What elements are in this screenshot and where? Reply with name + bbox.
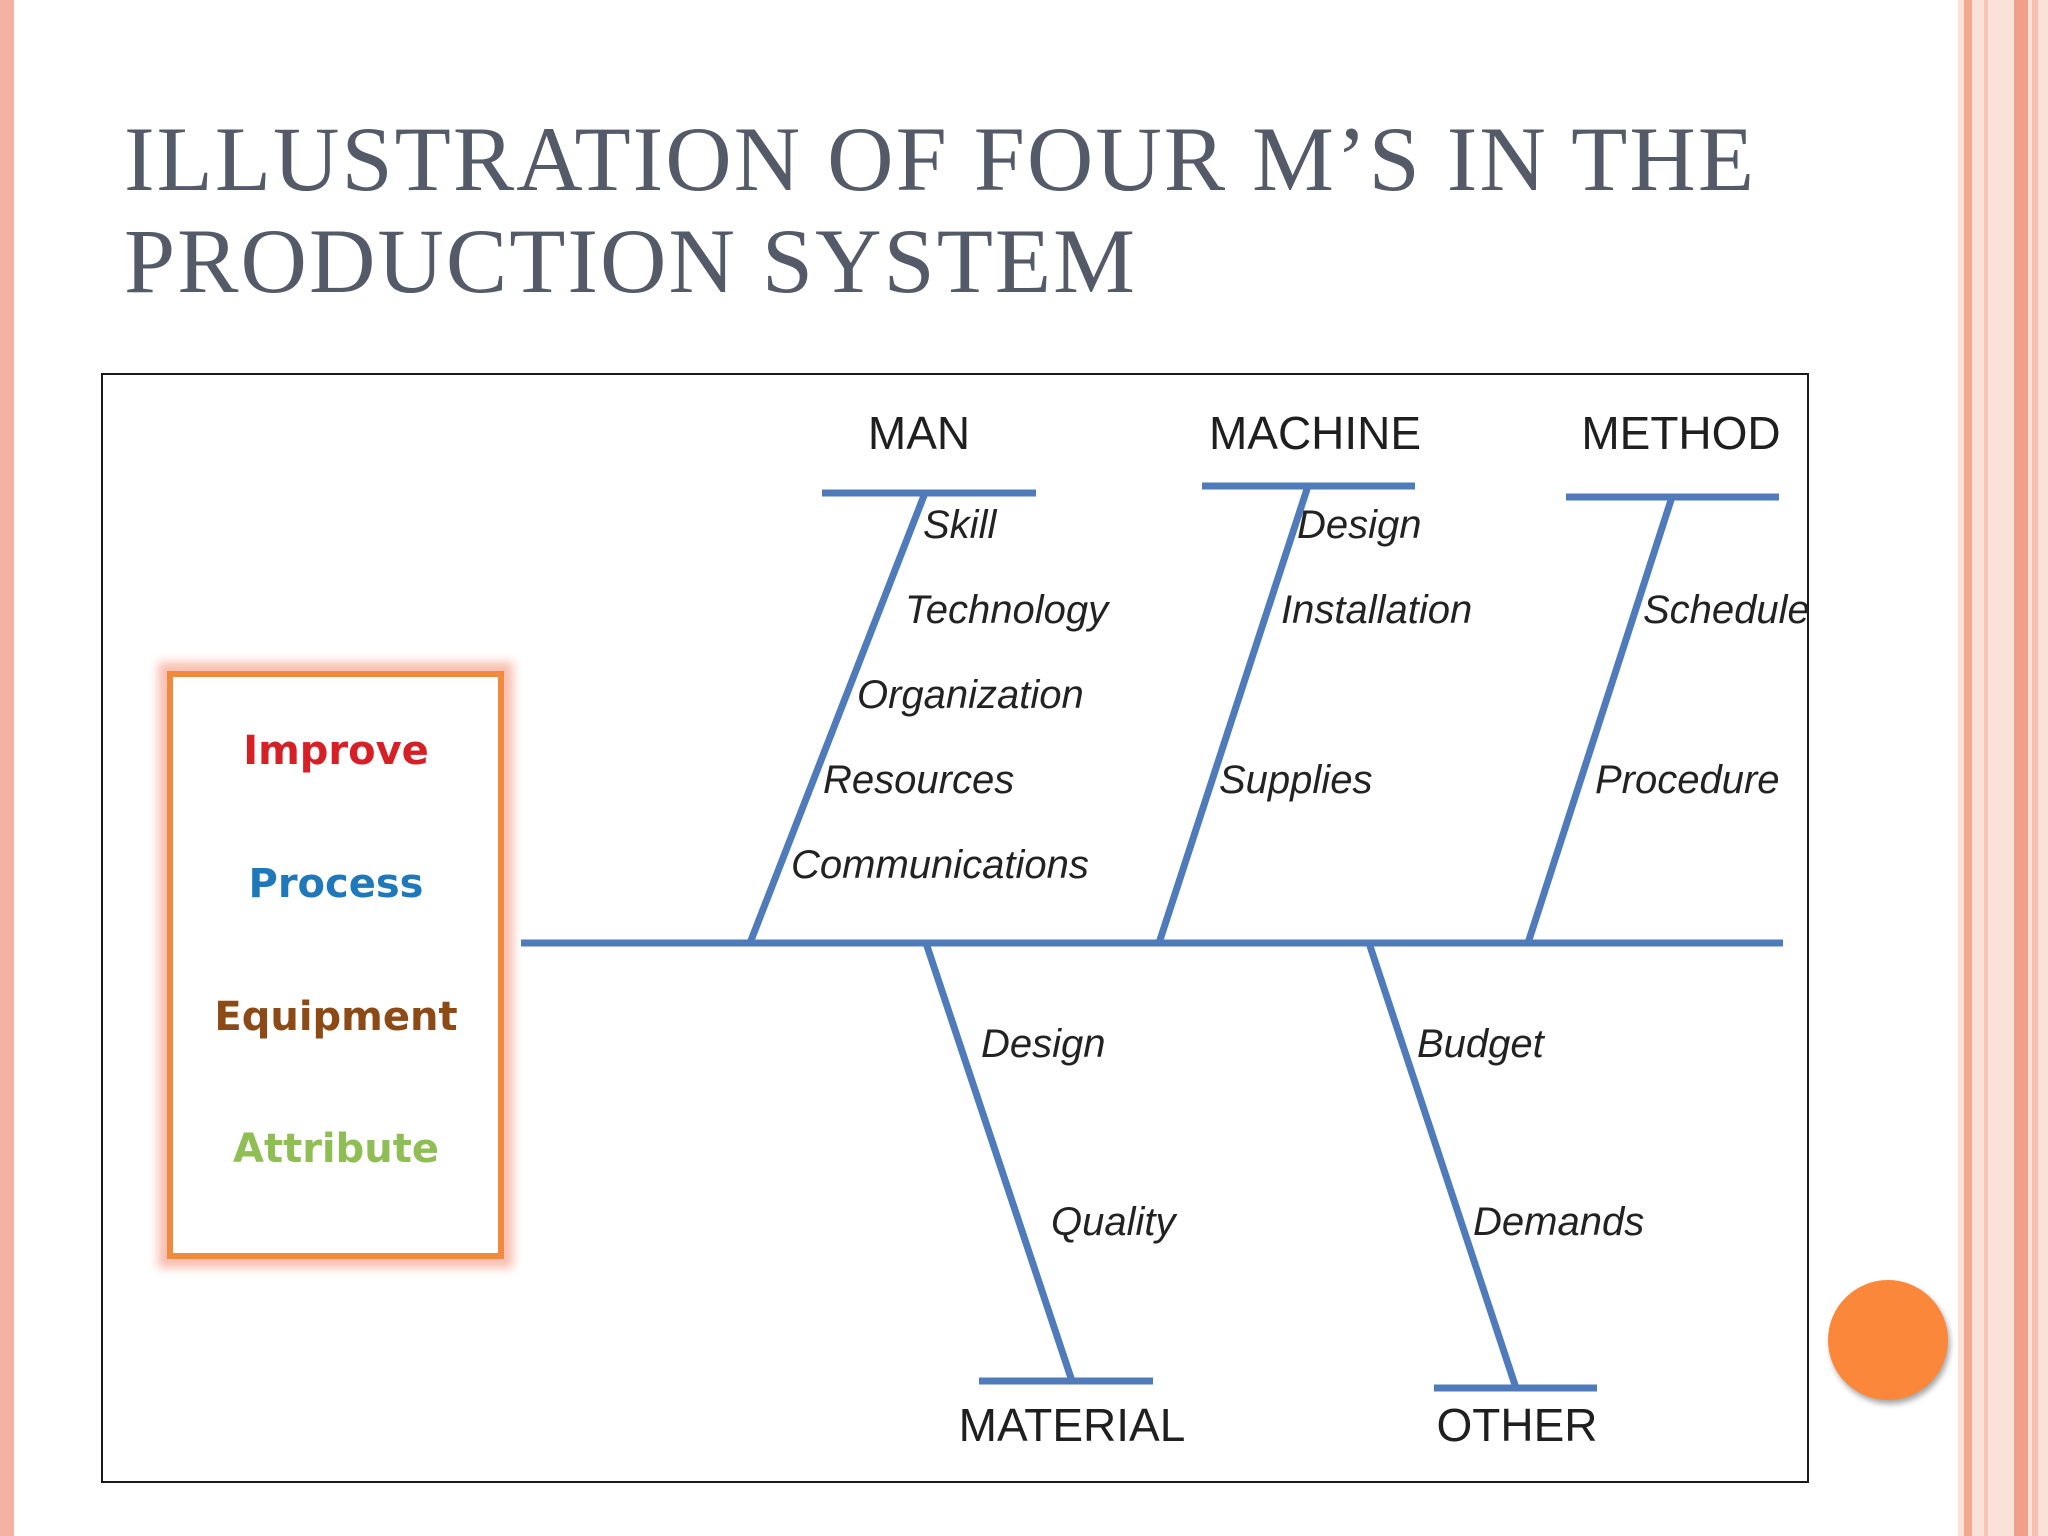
material-bone xyxy=(922,941,1076,1383)
cause-man-communications: Communications xyxy=(791,843,1089,887)
slide-title-line2: PRODUCTION SYSTEM xyxy=(124,210,1137,312)
effect-box-glow xyxy=(158,662,513,1268)
effect-word-equipment: Equipment xyxy=(214,994,457,1040)
left-border-stripe xyxy=(0,0,14,1536)
slide-title: ILLUSTRATION OF FOUR M’S IN THE PRODUCTI… xyxy=(124,108,1904,312)
cause-method-procedure: Procedure xyxy=(1595,758,1780,802)
method-bone xyxy=(1524,495,1676,945)
effect-box-border xyxy=(167,671,504,1259)
cause-machine-installation: Installation xyxy=(1281,588,1472,632)
cause-other-budget: Budget xyxy=(1417,1022,1546,1066)
slide-title-line1: ILLUSTRATION OF FOUR M’S IN THE xyxy=(124,108,1757,210)
man-bone xyxy=(746,491,929,945)
machine-bone xyxy=(1155,484,1312,945)
cause-method-schedule: Schedule xyxy=(1643,588,1810,632)
cause-material-quality: Quality xyxy=(1051,1200,1178,1244)
bone-label-method: METHOD xyxy=(1581,407,1780,459)
bone-label-other: OTHER xyxy=(1437,1399,1598,1451)
effect-word-process: Process xyxy=(249,861,424,907)
fishbone-diagram: Improve Process Equipment Attribute M xyxy=(101,373,1810,1483)
cause-other-demands: Demands xyxy=(1473,1200,1644,1244)
cause-material-design: Design xyxy=(981,1022,1106,1066)
cause-man-resources: Resources xyxy=(823,758,1014,802)
effect-word-attribute: Attribute xyxy=(233,1126,439,1172)
right-border-decoration xyxy=(1958,0,2048,1536)
cause-man-technology: Technology xyxy=(905,588,1111,632)
fishbone-svg: Improve Process Equipment Attribute M xyxy=(158,407,1810,1451)
effect-box: Improve Process Equipment Attribute xyxy=(158,662,513,1268)
cause-machine-supplies: Supplies xyxy=(1219,758,1372,802)
cause-man-skill: Skill xyxy=(923,503,997,547)
cause-man-organization: Organization xyxy=(857,673,1084,717)
bone-label-material: MATERIAL xyxy=(959,1399,1186,1451)
effect-word-improve: Improve xyxy=(243,728,429,774)
cause-machine-design: Design xyxy=(1297,503,1422,547)
other-bone xyxy=(1365,941,1520,1390)
slide-nav-dot[interactable] xyxy=(1828,1280,1948,1400)
bone-label-machine: MACHINE xyxy=(1209,407,1421,459)
bone-label-man: MAN xyxy=(868,407,970,459)
